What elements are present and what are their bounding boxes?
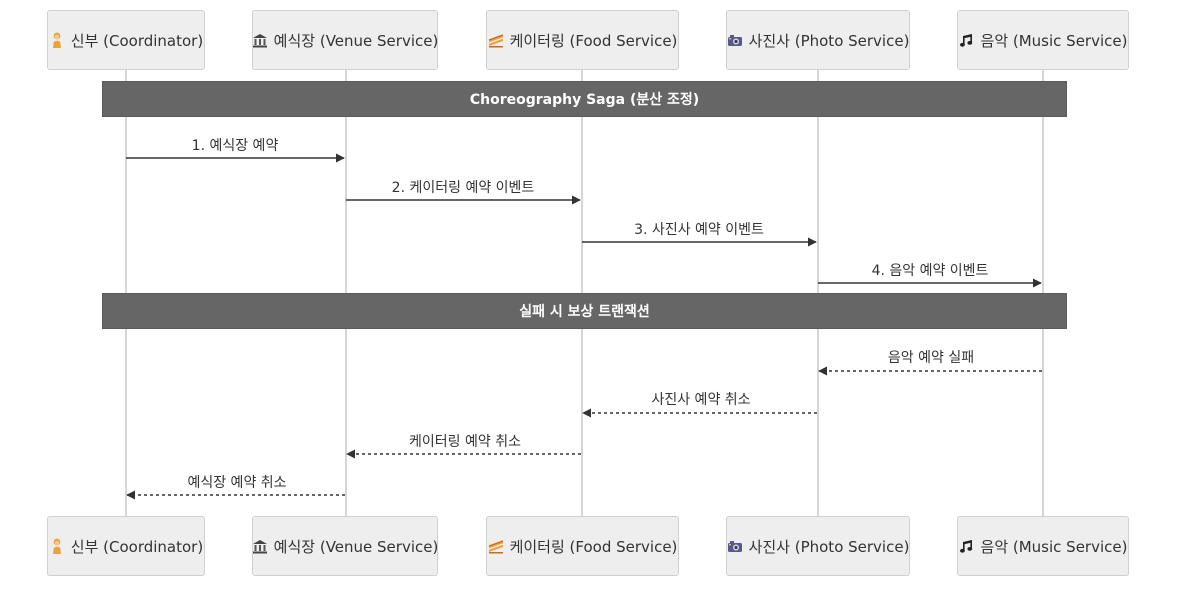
actor-label: 신부 (Coordinator) [70,31,204,50]
cake-slice-icon [488,537,504,555]
actor-food-service-top: 케이터링 (Food Service) [486,10,679,70]
music-notes-icon [959,537,975,555]
actor-label: 신부 (Coordinator) [70,537,204,556]
actor-label: 케이터링 (Food Service) [509,537,678,556]
actor-label: 사진사 (Photo Service) [748,31,910,50]
message-label-2: 2. 케이터링 예약 이벤트 [391,180,535,196]
woman-icon [49,31,65,49]
classical-building-icon [252,31,268,49]
actor-food-service-bottom: 케이터링 (Food Service) [486,516,679,576]
message-label-4: 4. 음악 예약 이벤트 [871,263,989,279]
music-notes-icon [959,31,975,49]
actor-coordinator-top: 신부 (Coordinator) [47,10,205,70]
actor-coordinator-bottom: 신부 (Coordinator) [47,516,205,576]
actor-label: 예식장 (Venue Service) [273,537,439,556]
compensation-banner: 실패 시 보상 트랜잭션 [102,293,1067,329]
message-label-5: 음악 예약 실패 [887,350,975,366]
camera-icon [727,31,743,49]
actor-venue-service-bottom: 예식장 (Venue Service) [252,516,438,576]
message-label-3: 3. 사진사 예약 이벤트 [634,222,764,238]
actor-label: 음악 (Music Service) [980,31,1128,50]
actor-photo-service-bottom: 사진사 (Photo Service) [726,516,910,576]
cake-slice-icon [488,31,504,49]
message-label-7: 케이터링 예약 취소 [409,434,521,450]
camera-icon [727,537,743,555]
actor-label: 음악 (Music Service) [980,537,1128,556]
saga-banner: Choreography Saga (분산 조정) [102,81,1067,117]
message-label-1: 1. 예식장 예약 [191,138,279,154]
actor-venue-service-top: 예식장 (Venue Service) [252,10,438,70]
actor-label: 케이터링 (Food Service) [509,31,678,50]
actor-music-service-bottom: 음악 (Music Service) [957,516,1129,576]
classical-building-icon [252,537,268,555]
woman-icon [49,537,65,555]
message-label-8: 예식장 예약 취소 [187,475,287,491]
actor-music-service-top: 음악 (Music Service) [957,10,1129,70]
actor-photo-service-top: 사진사 (Photo Service) [726,10,910,70]
banner-label: 실패 시 보상 트랜잭션 [519,304,650,320]
banner-label: Choreography Saga (분산 조정) [469,92,700,108]
actor-label: 사진사 (Photo Service) [748,537,910,556]
actor-label: 예식장 (Venue Service) [273,31,439,50]
message-label-6: 사진사 예약 취소 [651,392,751,408]
